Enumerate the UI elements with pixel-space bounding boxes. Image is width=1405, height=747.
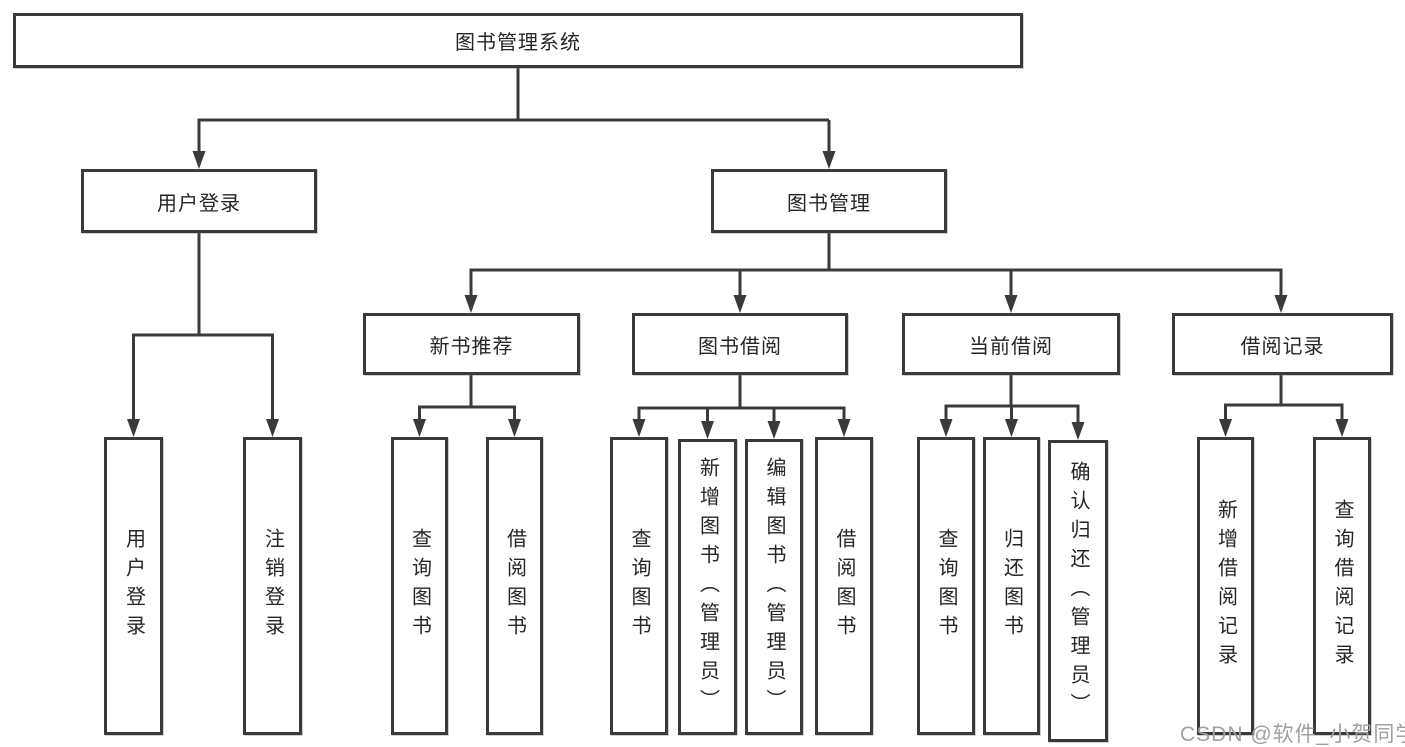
leaf-record-query: 查询借阅记录	[1313, 437, 1371, 735]
leaf-record-add: 新增借阅记录	[1197, 437, 1254, 735]
node-user-login: 用户登录	[81, 169, 317, 233]
connector-current-to-leaves	[939, 374, 1085, 440]
csdn-watermark: CSDN @软件_小贺同学	[1180, 723, 1405, 746]
leaf-current-query: 查询图书	[917, 437, 975, 735]
connector-records-to-leaves	[1219, 374, 1349, 437]
node-root-system: 图书管理系统	[13, 13, 1023, 68]
connector-login-to-leaves	[127, 232, 279, 437]
leaf-borrow-edit-admin: 编辑图书（管理员）	[745, 439, 803, 735]
node-new-book-recommend: 新书推荐	[363, 313, 580, 375]
leaf-newbook-borrow: 借阅图书	[486, 437, 543, 735]
leaf-logout: 注销登录	[243, 437, 302, 735]
connector-bookmgmt-to-level3	[464, 232, 1288, 313]
node-book-borrow: 图书借阅	[632, 313, 848, 375]
leaf-borrow-query: 查询图书	[610, 437, 668, 735]
connector-root-to-level2	[192, 67, 836, 169]
node-borrow-records: 借阅记录	[1172, 313, 1393, 375]
node-book-management: 图书管理	[711, 169, 947, 233]
connector-newbook-to-leaves	[413, 374, 521, 437]
leaf-borrow-add-admin: 新增图书（管理员）	[678, 439, 737, 735]
leaf-current-confirm-admin: 确认归还（管理员）	[1048, 440, 1108, 742]
leaf-borrow-book: 借阅图书	[815, 437, 873, 735]
leaf-newbook-query: 查询图书	[391, 437, 448, 735]
connector-borrow-to-leaves	[632, 374, 851, 439]
node-current-borrow: 当前借阅	[902, 313, 1120, 375]
leaf-user-login: 用户登录	[104, 437, 163, 735]
leaf-current-return: 归还图书	[983, 437, 1040, 735]
